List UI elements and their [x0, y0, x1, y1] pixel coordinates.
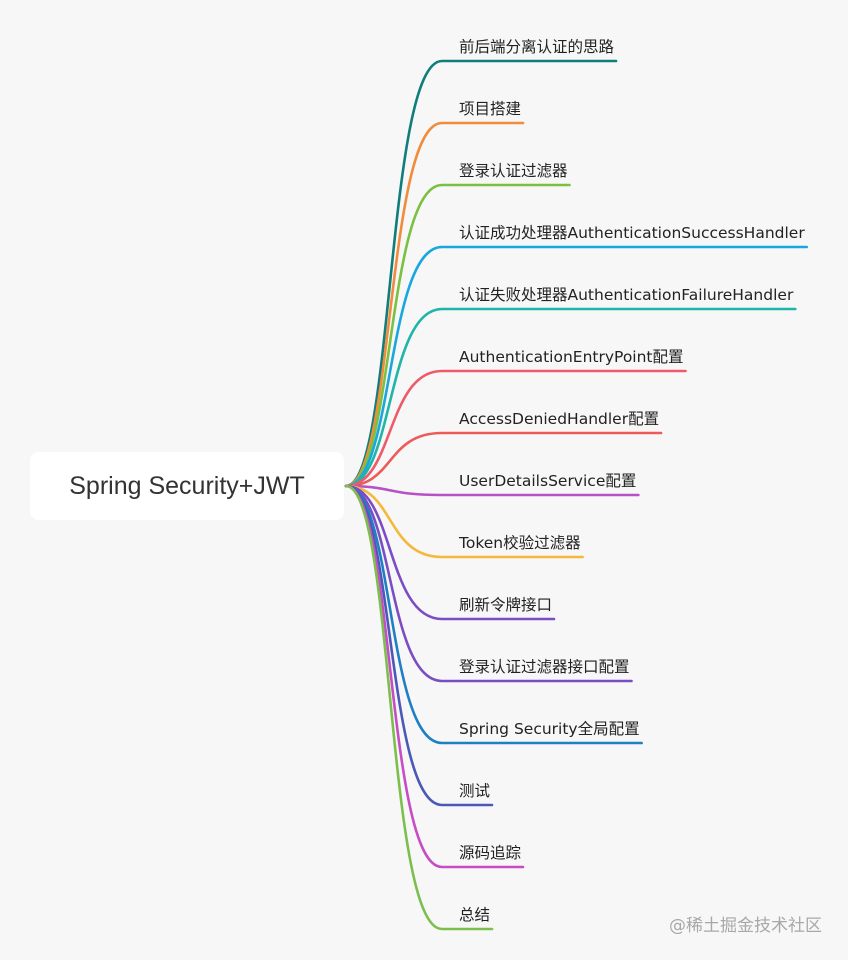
branch-connector-13 — [344, 484, 494, 807]
branch-connector-7 — [344, 431, 663, 488]
branch-label-5[interactable]: 认证失败处理器AuthenticationFailureHandler — [459, 286, 794, 304]
branch-label-14[interactable]: 源码追踪 — [459, 844, 522, 862]
branch-connector-4 — [344, 245, 809, 488]
branch-label-2[interactable]: 项目搭建 — [459, 100, 522, 118]
branch-label-4[interactable]: 认证成功处理器AuthenticationSuccessHandler — [459, 224, 805, 242]
branch-connector-10 — [344, 484, 556, 621]
root-node[interactable]: Spring Security+JWT — [30, 452, 344, 520]
branch-connector-5 — [344, 307, 797, 488]
branch-connector-1 — [344, 59, 618, 488]
branch-connector-15 — [344, 484, 494, 931]
branch-label-13[interactable]: 测试 — [459, 782, 491, 800]
branch-connector-3 — [344, 183, 571, 488]
branch-label-15[interactable]: 总结 — [459, 906, 491, 924]
branch-label-10[interactable]: 刷新令牌接口 — [459, 596, 553, 614]
branch-connector-2 — [344, 121, 525, 488]
branch-label-12[interactable]: Spring Security全局配置 — [459, 720, 640, 738]
branch-label-11[interactable]: 登录认证过滤器接口配置 — [459, 658, 630, 676]
branch-label-1[interactable]: 前后端分离认证的思路 — [459, 38, 615, 56]
branch-label-8[interactable]: UserDetailsService配置 — [459, 472, 637, 490]
branch-connector-11 — [344, 484, 633, 683]
branch-connector-8 — [344, 484, 640, 497]
branch-label-6[interactable]: AuthenticationEntryPoint配置 — [459, 348, 684, 366]
watermark: @稀土掘金技术社区 — [669, 916, 822, 936]
branch-label-3[interactable]: 登录认证过滤器 — [459, 162, 568, 180]
branch-label-9[interactable]: Token校验过滤器 — [459, 534, 581, 552]
branch-connector-6 — [344, 369, 687, 488]
branch-connector-9 — [344, 484, 584, 559]
branch-label-7[interactable]: AccessDeniedHandler配置 — [459, 410, 660, 428]
root-node-label: Spring Security+JWT — [69, 471, 305, 500]
branch-connector-12 — [344, 484, 643, 745]
